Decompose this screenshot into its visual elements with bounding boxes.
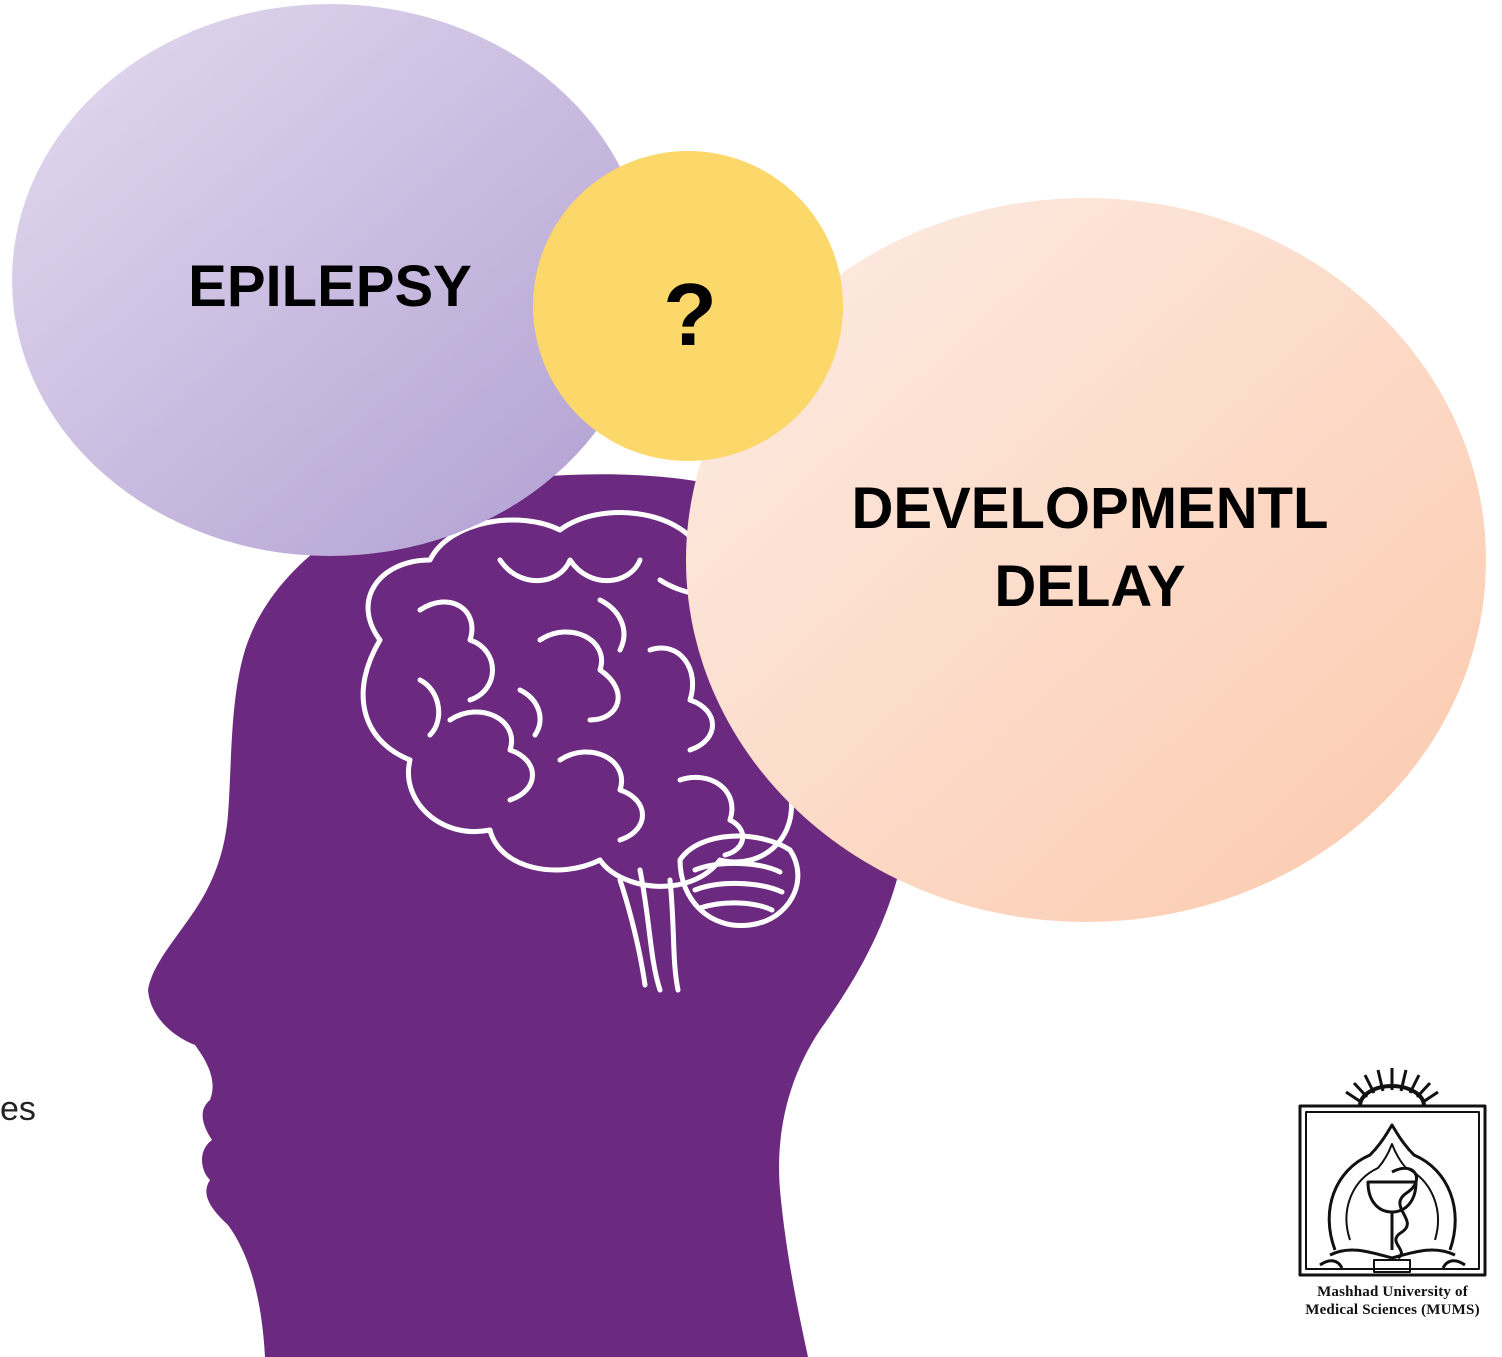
logo-caption: Mashhad University of Medical Sciences (… — [1290, 1283, 1495, 1319]
developmental-delay-label: DEVELOPMENTL DELAY — [780, 470, 1400, 627]
question-mark-label: ? — [640, 262, 740, 368]
developmental-delay-label-line1: DEVELOPMENTL — [780, 470, 1400, 548]
epilepsy-label: EPILEPSY — [170, 252, 490, 322]
logo-caption-line1: Mashhad University of — [1290, 1283, 1495, 1301]
cup-icon — [1368, 1182, 1416, 1212]
developmental-delay-label-line2: DELAY — [780, 548, 1400, 626]
logo-caption-line2: Medical Sciences (MUMS) — [1290, 1301, 1495, 1319]
clipped-edge-text: es — [0, 1090, 36, 1129]
